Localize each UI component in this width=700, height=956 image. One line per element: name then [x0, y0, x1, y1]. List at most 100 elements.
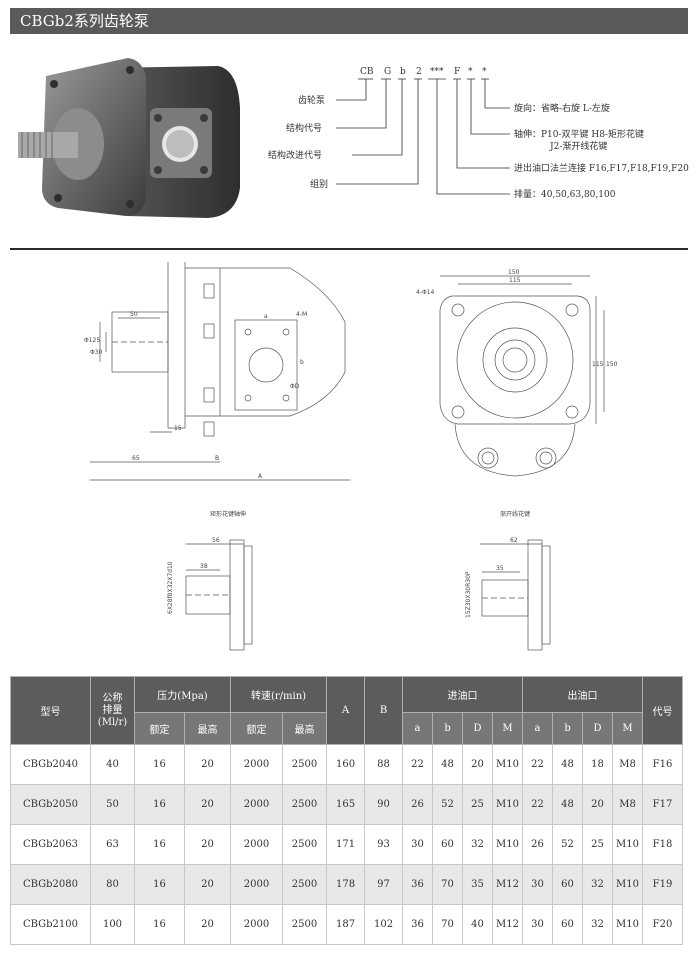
code-part: F: [454, 67, 460, 77]
table-cell: 52: [552, 824, 584, 865]
table-cell: 2500: [281, 904, 328, 945]
table-cell: 16: [134, 904, 185, 945]
technical-drawings: 50 65 15 B A a b 4-M ΦD Φ125 Φ30 150 115…: [84, 262, 618, 651]
table-cell: 178: [326, 864, 366, 905]
table-cell: 20: [184, 784, 231, 825]
table-cell: 36: [402, 904, 434, 945]
header-A: A: [326, 676, 366, 745]
table-cell: 16: [134, 864, 185, 905]
table-cell: 26: [522, 824, 554, 865]
dim-label: B: [215, 455, 219, 462]
table-cell: 22: [402, 744, 434, 785]
table-cell: 32: [582, 904, 614, 945]
header-speed-rated: 额定: [230, 712, 283, 745]
code-label-rotation: 旋向：省略-右旋 L-左旋: [514, 102, 610, 114]
table-cell: 2500: [281, 864, 328, 905]
dim-label: 65: [132, 455, 140, 462]
table-cell: CBGb2040: [10, 744, 91, 785]
code-parts: CB G b 2 *** F * *: [360, 67, 487, 77]
dim-label: 150: [508, 269, 520, 276]
dim-label: a: [264, 313, 268, 320]
section-divider: [10, 248, 688, 250]
table-cell: 60: [432, 824, 464, 865]
table-cell: 48: [552, 744, 584, 785]
table-cell: M10: [492, 744, 524, 785]
table-cell: 97: [364, 864, 404, 905]
dim-label: 115: [592, 361, 604, 368]
code-label-displacement: 排量：40,50,63,80,100: [514, 188, 616, 200]
table-cell: 2000: [230, 864, 283, 905]
table-cell: 16: [134, 784, 185, 825]
table-cell: M10: [492, 784, 524, 825]
table-cell: CBGb2100: [10, 904, 91, 945]
table-cell: 48: [552, 784, 584, 825]
table-cell: 165: [326, 784, 366, 825]
header-inlet-M: M: [492, 712, 524, 745]
spec-table: 型号 公称排量(Ml/r) 压力(Mpa) 转速(r/min) A B 进油口 …: [10, 676, 684, 945]
spline-caption: 渐开线花键: [500, 510, 530, 518]
dim-label: Φ30: [90, 349, 103, 356]
dim-label: 62: [510, 537, 518, 544]
code-part: G: [384, 67, 391, 77]
table-cell: 16: [134, 824, 185, 865]
table-cell: 20: [582, 784, 614, 825]
model-code-diagram: CB G b 2 *** F * * 齿轮泵 结构代号 结构改进代号 组别 旋向…: [268, 67, 689, 200]
code-part: b: [400, 67, 406, 77]
table-cell: 2500: [281, 744, 328, 785]
code-label-improvement: 结构改进代号: [268, 149, 322, 161]
table-cell: 2000: [230, 824, 283, 865]
code-part: 2: [416, 67, 422, 77]
header-model: 型号: [10, 676, 91, 745]
spline-spec: 6X28f8X32X7d10: [167, 561, 174, 614]
table-cell: 20: [462, 744, 494, 785]
table-cell: 20: [184, 744, 231, 785]
header-pressure-rated: 额定: [134, 712, 185, 745]
table-cell: 187: [326, 904, 366, 945]
spline-caption: 矩形花键轴伸: [210, 510, 246, 518]
code-label-structure: 结构代号: [286, 122, 322, 134]
table-cell: 102: [364, 904, 404, 945]
header-B: B: [364, 676, 404, 745]
table-cell: 30: [402, 824, 434, 865]
code-part: *: [468, 67, 473, 77]
table-cell: 70: [432, 864, 464, 905]
header-inlet-b: b: [432, 712, 464, 745]
table-cell: 2000: [230, 784, 283, 825]
dim-label: 38: [200, 563, 208, 570]
dim-label: 115: [509, 277, 521, 284]
table-cell: 52: [432, 784, 464, 825]
table-cell: 2000: [230, 904, 283, 945]
header-outlet-M: M: [612, 712, 644, 745]
table-cell: M12: [492, 904, 524, 945]
spline-drawing-involute: [480, 539, 551, 651]
table-cell: 32: [462, 824, 494, 865]
table-cell: 2500: [281, 784, 328, 825]
table-cell: 100: [90, 904, 135, 945]
header-pressure: 压力(Mpa): [134, 676, 231, 713]
table-cell: 80: [90, 864, 135, 905]
header-outlet-b: b: [552, 712, 584, 745]
table-cell: M10: [612, 904, 644, 945]
table-cell: M8: [612, 744, 644, 785]
table-cell: 22: [522, 744, 554, 785]
table-cell: M8: [612, 784, 644, 825]
table-cell: 2500: [281, 824, 328, 865]
header-outlet: 出油口: [522, 676, 644, 713]
table-cell: F20: [642, 904, 684, 945]
table-cell: 2000: [230, 744, 283, 785]
table-cell: M10: [612, 864, 644, 905]
dim-label: 4-Φ14: [416, 289, 435, 296]
table-cell: 93: [364, 824, 404, 865]
header-inlet-a: a: [402, 712, 434, 745]
table-cell: 70: [432, 904, 464, 945]
header-inlet: 进油口: [402, 676, 524, 713]
table-cell: F17: [642, 784, 684, 825]
code-part: *: [482, 67, 487, 77]
table-cell: 171: [326, 824, 366, 865]
dim-label: 50: [130, 311, 138, 318]
dim-label: Φ125: [84, 337, 100, 344]
table-cell: 50: [90, 784, 135, 825]
table-cell: 26: [402, 784, 434, 825]
table-cell: 22: [522, 784, 554, 825]
